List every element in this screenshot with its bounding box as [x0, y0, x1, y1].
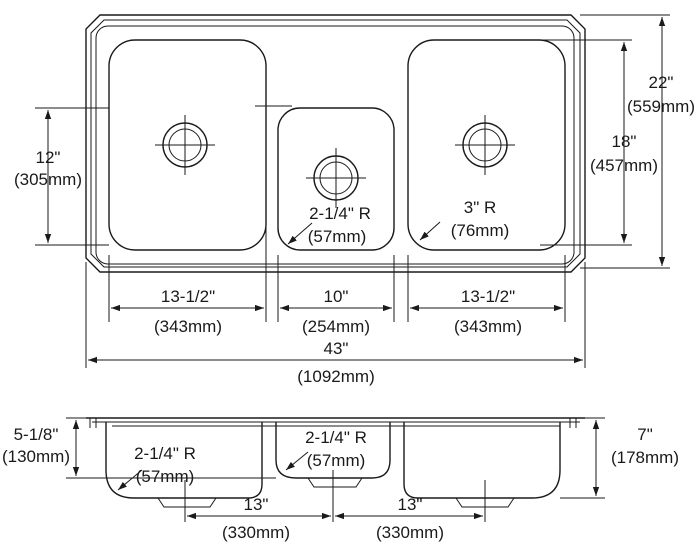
front-view: 5-1/8" (130mm) 7" (178mm) 2-1/4" R (57mm…: [2, 417, 679, 542]
center-depth-imperial: 5-1/8": [14, 425, 59, 444]
overall-width-metric: (1092mm): [297, 367, 374, 386]
right-radius-imperial: 3" R: [464, 198, 497, 217]
drain-spacing-right-imperial: 13": [398, 495, 423, 514]
right-radius-leader: [419, 221, 441, 241]
deck-outline: [95, 25, 575, 265]
left-bowl-width-imperial: 13-1/2": [161, 287, 215, 306]
bowl-depth-metric: (457mm): [590, 156, 658, 175]
drain-spacing-right-metric: (330mm): [376, 523, 444, 542]
top-view: 13-1/2" (343mm) 10" (254mm) 13-1/2" (343…: [14, 14, 695, 386]
center-drain-profile: [307, 477, 363, 488]
center-bowl-profile: [275, 422, 391, 479]
side-depth-metric: (178mm): [611, 448, 679, 467]
overall-depth-metric: (559mm): [627, 97, 695, 116]
left-bowl-width-metric: (343mm): [154, 317, 222, 336]
drain-spacing-left-imperial: 13": [244, 495, 269, 514]
right-radius-metric: (76mm): [451, 221, 510, 240]
center-bowl-width-metric: (254mm): [302, 317, 370, 336]
rim-clips: [89, 418, 577, 428]
center-bowl-width-imperial: 10": [324, 287, 349, 306]
left-drain-profile: [157, 497, 217, 508]
center-radius-imperial: 2-1/4" R: [309, 204, 371, 223]
left-drain-icon: [155, 115, 215, 175]
center-bottom-radius-leader: [285, 451, 309, 471]
overall-width-imperial: 43": [324, 339, 349, 358]
right-bowl: [407, 39, 566, 251]
overall-depth-imperial: 22": [649, 73, 674, 92]
drain-centerlines: [184, 470, 486, 522]
sink-rim-outer: [85, 14, 586, 273]
center-bowl: [277, 107, 395, 251]
right-bowl-width-metric: (343mm): [454, 317, 522, 336]
right-bowl-width-imperial: 13-1/2": [461, 287, 515, 306]
center-bottom-radius-imperial: 2-1/4" R: [305, 428, 367, 447]
side-depth-imperial: 7": [637, 425, 653, 444]
drain-spacing-left-metric: (330mm): [222, 523, 290, 542]
left-bowl-profile: [105, 422, 263, 499]
right-bowl-profile: [403, 422, 561, 499]
right-drain-icon: [455, 115, 515, 175]
left-bowl-height-imperial: 12": [36, 148, 61, 167]
extension-lines: [35, 14, 670, 368]
bowl-depth-imperial: 18": [612, 132, 637, 151]
center-bottom-radius-metric: (57mm): [307, 451, 366, 470]
front-extension-lines: [66, 417, 605, 499]
sink-rim-inner: [90, 19, 581, 268]
left-bottom-radius-metric: (57mm): [136, 467, 195, 486]
left-bowl-height-metric: (305mm): [14, 170, 82, 189]
left-bottom-radius-imperial: 2-1/4" R: [134, 444, 196, 463]
center-depth-metric: (130mm): [2, 447, 70, 466]
center-drain-icon: [306, 148, 366, 208]
center-radius-metric: (57mm): [308, 227, 367, 246]
center-radius-leader: [287, 222, 313, 245]
left-bottom-radius-leader: [117, 469, 143, 491]
